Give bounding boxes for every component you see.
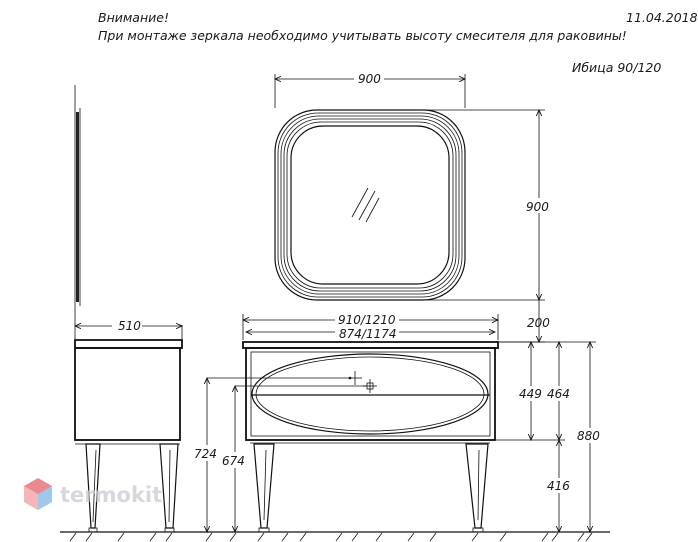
floor-line — [60, 531, 610, 542]
dim-body-height: 464 — [547, 387, 570, 401]
product-name: Ибица 90/120 — [572, 60, 661, 75]
dim-top-width: 874/1174 — [339, 327, 397, 341]
termokit-logo: termokit — [24, 478, 162, 510]
side-view-mirror — [74, 85, 81, 325]
dim-drawer-height: 449 — [519, 387, 542, 401]
dim-sink-height: 724 — [194, 447, 217, 461]
dim-total-height: 880 — [577, 429, 600, 443]
cabinet-front — [242, 341, 499, 533]
dim-mirror-height: 900 — [526, 200, 549, 214]
warning-title: Внимание! — [98, 10, 169, 25]
dim-mirror-width: 900 — [358, 72, 381, 86]
dim-side-depth: 510 — [118, 319, 141, 333]
drawing-date: 11.04.2018 — [626, 10, 698, 25]
warning-text: При монтаже зеркала необходимо учитывать… — [98, 28, 627, 43]
dim-cabinet-width: 910/1210 — [338, 313, 396, 327]
dim-mirror-gap: 200 — [527, 316, 550, 330]
dim-leg-height: 416 — [547, 479, 570, 493]
dim-drain-height: 674 — [222, 454, 245, 468]
logo-text: termokit — [60, 483, 162, 507]
mirror-front — [274, 109, 466, 301]
